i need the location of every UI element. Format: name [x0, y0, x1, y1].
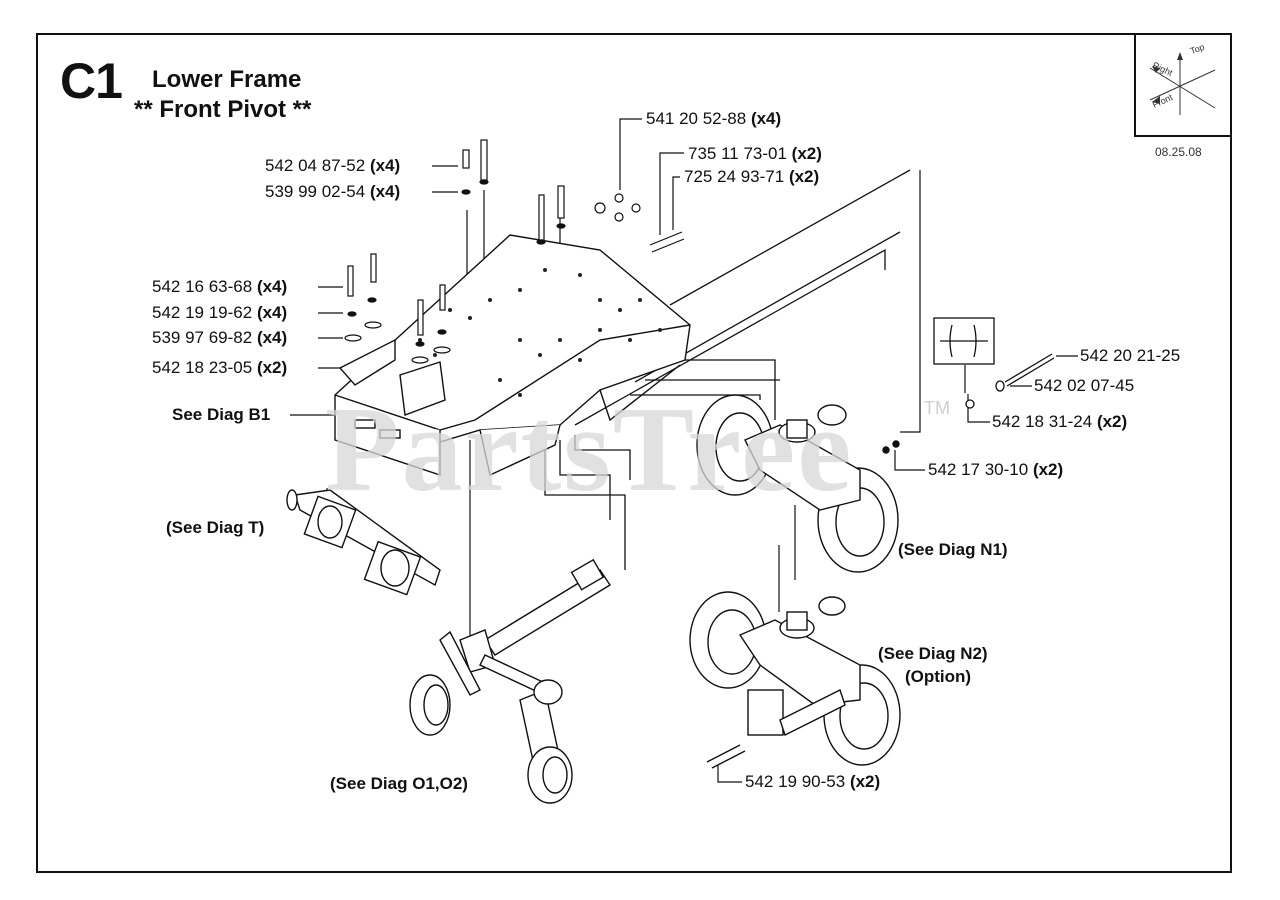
orientation-indicator — [1134, 33, 1232, 137]
lower-frame — [334, 234, 691, 476]
watermark: PartsTree — [325, 382, 854, 517]
part-callout[interactable]: 542 19 19-62 (x4) — [152, 303, 288, 322]
part-callout[interactable]: 542 20 21-25 — [1080, 346, 1181, 365]
ref-diag-n2[interactable]: (See Diag N2) — [878, 644, 988, 663]
part-callout[interactable]: 542 02 07-45 — [1034, 376, 1135, 395]
trademark-mark: TM — [924, 398, 950, 418]
frame-holes — [418, 268, 662, 397]
part-callout[interactable]: 539 97 69-82 (x4) — [152, 328, 288, 347]
front-axle-assembly — [409, 558, 611, 804]
nuts — [594, 193, 685, 253]
option-label: (Option) — [905, 667, 972, 686]
ref-diag-t[interactable]: (See Diag T) — [166, 518, 265, 537]
section-id: C1 — [60, 53, 123, 109]
part-callout[interactable]: 541 20 52-88 (x4) — [646, 109, 782, 128]
page-border — [36, 33, 1232, 873]
ref-diag-b1[interactable]: See Diag B1 — [172, 405, 271, 424]
part-callout[interactable]: 542 04 87-52 (x4) — [265, 156, 401, 175]
part-callout[interactable]: 542 18 31-24 (x2) — [992, 412, 1128, 431]
part-callout[interactable]: 735 11 73-01 (x2) — [688, 144, 822, 163]
part-callout[interactable]: 725 24 93-71 (x2) — [684, 167, 820, 186]
page-subtitle: ** Front Pivot ** — [134, 96, 312, 123]
part-callout[interactable]: 542 18 23-05 (x2) — [152, 358, 288, 377]
pivot-shaft — [286, 489, 441, 596]
ref-diag-o1-o2[interactable]: (See Diag O1,O2) — [330, 774, 468, 793]
part-callout[interactable]: 542 16 63-68 (x4) — [152, 277, 288, 296]
revision-date: 08.25.08 — [1155, 145, 1202, 159]
bolts — [344, 139, 566, 364]
part-callout[interactable]: 539 99 02-54 (x4) — [265, 182, 401, 201]
page-title: Lower Frame — [152, 66, 302, 93]
part-callout[interactable]: 542 19 90-53 (x2) — [745, 772, 881, 791]
ref-diag-n1[interactable]: (See Diag N1) — [898, 540, 1008, 559]
rear-axle-n2 — [689, 591, 901, 769]
rear-axle-n1 — [696, 394, 900, 573]
part-callout[interactable]: 542 17 30-10 (x2) — [928, 460, 1064, 479]
spacer-detail — [933, 317, 1055, 409]
